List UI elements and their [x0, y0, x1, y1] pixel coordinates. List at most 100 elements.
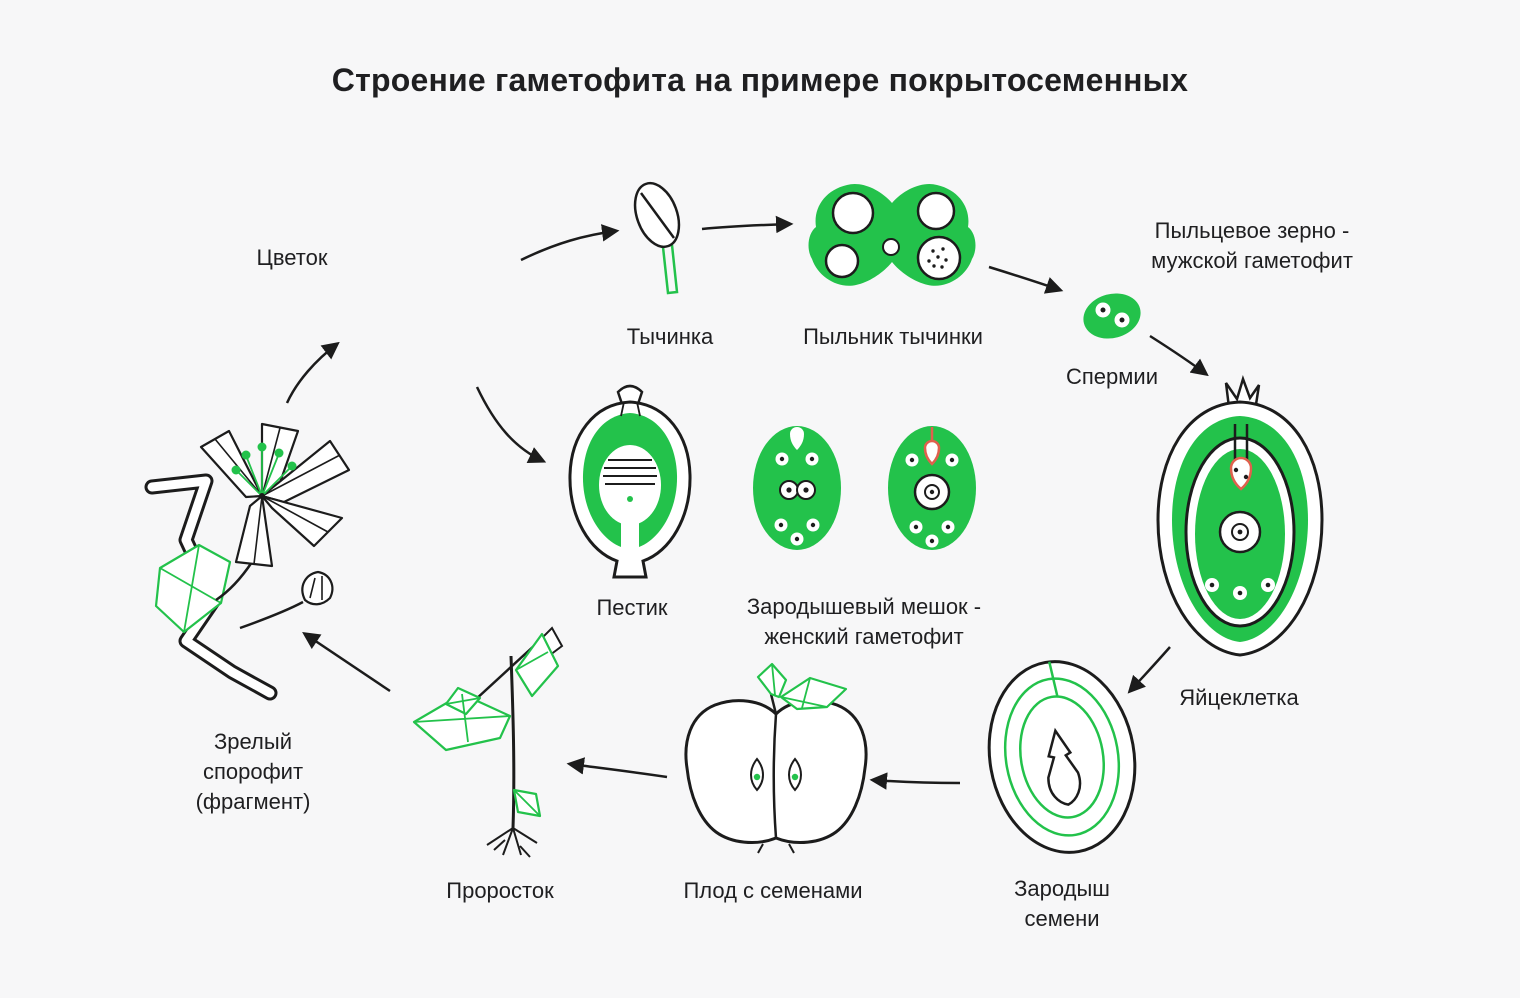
arrow-anther-to-sperm: [988, 265, 1064, 294]
label-sperm: Спермии: [1066, 364, 1158, 389]
embryo-shape: [1047, 727, 1082, 806]
arrow-seedling-to-sporophyte: [302, 632, 391, 693]
label-pollen-grain-line1: Пыльцевое зерно -: [1154, 218, 1350, 243]
apple-whiskers: [757, 843, 795, 854]
micropyle-cell: [790, 427, 804, 450]
stamen-split-line: [639, 192, 676, 239]
label-sporophyte: Зрелый спорофит (фрагмент): [196, 727, 311, 817]
label-egg-cell: Яйцеклетка: [1179, 685, 1299, 710]
pollen-tube-tip: [923, 439, 941, 466]
style-line: [620, 401, 625, 417]
cell-nucleus: [803, 487, 809, 493]
bud-pedicel: [239, 600, 304, 630]
diagram-title: Строение гаметофита на примере покрытосе…: [331, 62, 1189, 98]
seed-embryo-illustration: [987, 660, 1137, 854]
cell-nucleus: [929, 489, 935, 495]
seedling-leaf-veins: [413, 651, 549, 817]
cell-nucleus: [945, 524, 951, 530]
apple-leaf-veins: [771, 663, 828, 709]
seed-stalk-line: [1048, 661, 1059, 698]
cell-nucleus: [1265, 582, 1271, 588]
flower-bud: [301, 570, 334, 606]
sperm-nucleus: [1100, 307, 1106, 313]
label-seed-embryo-line2: семени: [1024, 906, 1100, 931]
arrow-seed-embryo-to-fruit: [869, 772, 961, 790]
sperm-nucleus: [1233, 467, 1239, 473]
label-seedling: Проросток: [446, 878, 554, 903]
anther-illustration: [808, 183, 976, 286]
label-flower: Цветок: [256, 245, 328, 270]
label-seed-embryo: Зародыш семени: [1014, 874, 1110, 934]
anther-locule: [831, 191, 875, 235]
endosperm-ring: [1003, 677, 1121, 837]
arrow-egg-cell-to-seed-embryo: [1127, 646, 1171, 694]
label-pollen-grain: Пыльцевое зерно - мужской гаметофит: [1151, 216, 1353, 276]
label-embryo-sac-line1: Зародышевый мешок -: [746, 594, 982, 619]
flower-bud-lines: [309, 576, 323, 600]
fertilized-embryo-sac-illustration: [888, 426, 976, 550]
anther-locule: [824, 243, 860, 279]
egg-cell-ring: [1231, 523, 1249, 541]
seedling-illustration: [412, 626, 564, 858]
cell-nucleus: [779, 456, 785, 462]
cell-nucleus: [809, 456, 815, 462]
label-sporophyte-line3: (фрагмент): [195, 789, 311, 814]
label-anther: Пыльник тычинки: [803, 324, 983, 349]
stamen-filament: [661, 244, 679, 295]
cell-nucleus: [778, 522, 784, 528]
seedling-leaves: [412, 632, 560, 818]
flower-pedicel: [215, 561, 254, 602]
cell-nucleus: [929, 538, 935, 544]
seed-embryo-dot: [791, 773, 799, 781]
endosperm-ring: [1019, 695, 1105, 819]
cell-nucleus: [1209, 582, 1215, 588]
sporophyte-leaf: [154, 543, 232, 634]
apple-center-line: [772, 713, 778, 839]
label-fruit: Плод с семенами: [683, 878, 863, 903]
cell-nucleus: [949, 457, 955, 463]
anther-locule: [916, 191, 956, 231]
arrow-fruit-to-seedling: [566, 757, 668, 779]
egg-cell-nucleus: [1237, 529, 1243, 535]
embryo-sac-illustration: [753, 426, 841, 550]
stamen-filaments: [237, 450, 291, 497]
central-cell-ring: [924, 484, 940, 500]
pistil-illustration: [568, 384, 692, 579]
anther-center: [882, 238, 900, 256]
seedling-stem: [509, 655, 516, 829]
pollen-tube-walls: [1233, 424, 1249, 463]
arrow-flower-to-stamen: [520, 224, 620, 262]
seedling-roots: [486, 827, 538, 858]
ovule-nucleus: [627, 496, 633, 502]
flower-center: [259, 493, 265, 499]
sporophyte-leaf-veins: [159, 544, 222, 633]
arrow-sporophyte-to-flower: [285, 341, 340, 404]
arrow-stamen-to-anther: [701, 215, 794, 234]
label-sporophyte-line2: спорофит: [202, 759, 304, 784]
fruit-illustration: [684, 662, 868, 854]
stamen-tips: [231, 442, 297, 475]
pollen-specks: [927, 247, 948, 269]
pollen-tube-tip: [1229, 456, 1253, 491]
style-line: [636, 401, 641, 417]
label-sporophyte-line1: Зрелый: [214, 729, 292, 754]
egg-cell-illustration: [1156, 375, 1324, 657]
label-pollen-grain-line2: мужской гаметофит: [1151, 248, 1353, 273]
label-embryo-sac-line2: женский гаметофит: [764, 624, 964, 649]
cell-nucleus: [909, 457, 915, 463]
cell-nucleus: [913, 524, 919, 530]
cell-nucleus: [786, 487, 792, 493]
ovule-cell-lines: [603, 459, 657, 485]
apple-stem: [769, 693, 778, 715]
seed-embryo-dot: [753, 773, 761, 781]
label-embryo-sac: Зародышевый мешок - женский гаметофит: [747, 592, 981, 652]
label-stamen: Тычинка: [626, 324, 714, 349]
arrow-sperm-to-egg-cell: [1149, 334, 1209, 377]
sporophyte-illustration: [144, 422, 351, 701]
cell-nucleus: [810, 522, 816, 528]
stamen-illustration: [633, 181, 681, 295]
pollen-grain-body: [1083, 293, 1141, 339]
label-pistil: Пестик: [596, 595, 668, 620]
